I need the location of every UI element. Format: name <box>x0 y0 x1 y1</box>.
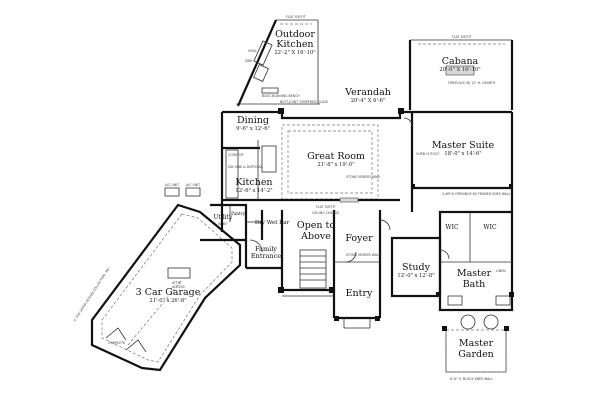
room-utility: Utility <box>213 214 233 221</box>
room-master-suite: Master Suite <box>432 140 495 151</box>
bench-note: BUILT-IN DINING BENCH <box>262 94 300 98</box>
linen-note: LINEN <box>496 269 506 273</box>
room-pantry: Pantry <box>231 211 246 216</box>
room-outdoor-kitchen-line1: Outdoor <box>275 29 315 40</box>
room-cabana: Cabana <box>442 56 479 67</box>
room-kitchen-dims: 12'-6" x 14'-2" <box>235 188 272 194</box>
svg-text:ATTIC: ATTIC <box>172 281 182 285</box>
stone-veneer-note-1: STONE VENEER WALL <box>346 175 381 179</box>
room-family: Family <box>255 245 277 253</box>
room-outdoor-kitchen-line2: Kitchen <box>276 39 313 50</box>
room-open-to: Open to <box>297 220 335 231</box>
garage: COMPLETE A/C UNIT A/C UNIT ATTIC ACCESS … <box>72 183 242 372</box>
dw-sink-note: DW SINK & DISPOSAL <box>228 165 263 169</box>
room-garage-dims: 21'-0" x 26'-8" <box>149 298 186 304</box>
room-study-dims: 12'-0" x 12'-8" <box>397 273 434 279</box>
cooktop-note: COOKTOP <box>228 153 244 157</box>
room-study: Study <box>402 262 431 273</box>
flat-soffit-note-3: FLAT SOFFIT <box>316 205 336 209</box>
room-dry-wet-bar: Dry Wet Bar <box>255 220 290 226</box>
ceiling-change-note: CEILING CHANGE <box>312 211 339 215</box>
block-wall-note: 6'-6" H. BLOCK KNEE WALL <box>450 377 493 381</box>
room-master-bath-line2: Bath <box>463 279 486 290</box>
outdoor-kitchen-area: FLAT SOFFIT GRILL SINK BUILT-IN DINING B… <box>236 15 328 107</box>
sink-note: SINK <box>245 59 253 63</box>
main-house: FLAT SOFFIT CEILING CHANGE STONE VENEER … <box>200 108 514 381</box>
arch-note: 2-ARCH OPENINGS W/ FRAMED KNEE WALL <box>442 192 511 196</box>
room-foyer: Foyer <box>345 233 373 244</box>
curb-note: CURB CUTOUT <box>416 152 439 156</box>
room-master-suite-dims: 18'-0" x 14'-6" <box>444 151 481 157</box>
svg-text:ACCESS: ACCESS <box>172 285 185 289</box>
room-master-garden-line1: Master <box>459 338 494 349</box>
room-garage: 3 Car Garage <box>136 287 201 298</box>
room-kitchen: Kitchen <box>235 177 272 188</box>
room-great-room: Great Room <box>307 151 365 162</box>
room-verandah-dims: 20'-4" X 6'-6" <box>351 98 386 104</box>
room-master-garden-line2: Garden <box>458 349 494 360</box>
cabana-area: FLAT SOFFIT FIREPLACE W/ 12" H. HEARTH <box>408 35 514 110</box>
room-entrance: Entrance <box>251 252 281 260</box>
svg-text:A/C UNIT: A/C UNIT <box>186 183 200 187</box>
room-dining: Dining <box>237 115 269 126</box>
room-dining-dims: 9'-6" x 12'-6" <box>236 126 270 132</box>
room-outdoor-kitchen-dims: 22'-2" X 16'-10" <box>274 50 315 56</box>
room-great-room-dims: 21'-8" x 19'-0" <box>317 162 354 168</box>
grill-note: GRILL <box>248 49 257 53</box>
room-verandah: Verandah <box>344 87 391 98</box>
room-above: Above <box>300 231 331 242</box>
room-utility-dims: 6'-6" <box>218 221 228 226</box>
room-entry: Entry <box>346 288 373 299</box>
fireplace-note: FIREPLACE W/ 12" H. HEARTH <box>448 81 496 85</box>
room-labels: Outdoor Kitchen 22'-2" X 16'-10" Cabana … <box>136 29 497 360</box>
glass-note: BUTT-JOINT TEMPERED GLASS <box>280 100 328 104</box>
copyright-note: © THE SATER DESIGN COLLECTION, INC. <box>72 266 111 323</box>
svg-text:COMPLETE: COMPLETE <box>108 341 125 345</box>
flat-soffit-note-2: FLAT SOFFIT <box>452 35 472 39</box>
room-wic-2: WIC <box>483 224 497 231</box>
stone-veneer-note-2: STONE VENEER WALL <box>346 253 381 257</box>
room-cabana-dims: 20'-0" X 16'-10" <box>439 67 480 73</box>
room-wic-1: WIC <box>445 224 459 231</box>
flat-soffit-note-1: FLAT SOFFIT <box>286 15 306 19</box>
room-master-bath-line1: Master <box>457 268 492 279</box>
svg-text:A/C UNIT: A/C UNIT <box>165 183 179 187</box>
